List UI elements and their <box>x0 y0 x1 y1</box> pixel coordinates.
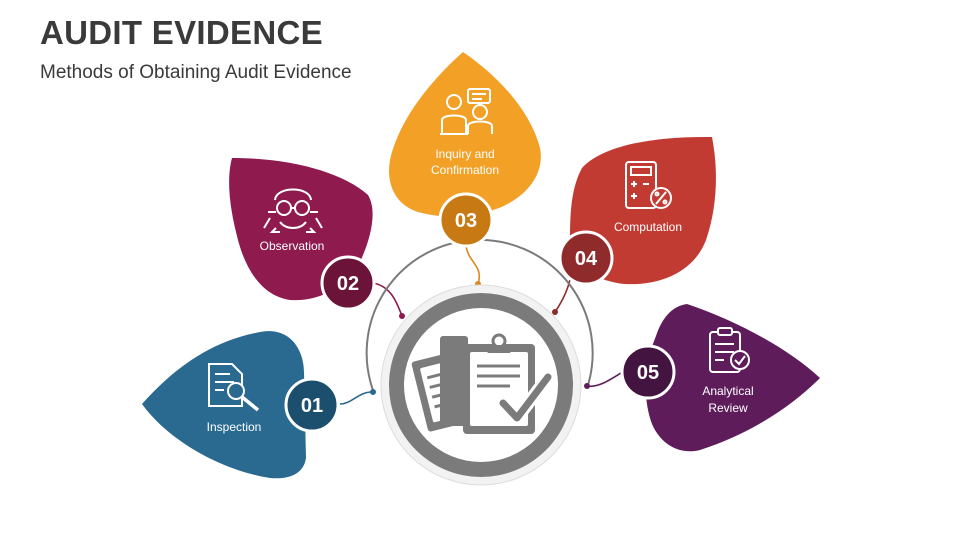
number-badge-04 <box>558 230 614 286</box>
documents-checkmark-icon <box>411 333 555 434</box>
method-number-03: 03 <box>455 210 477 232</box>
ring-dot-04 <box>552 309 558 315</box>
method-label-inquiry-line2: Confirmation <box>431 163 499 177</box>
connector-01 <box>339 391 373 405</box>
connector-02 <box>372 282 403 317</box>
binoculars-person-icon <box>263 188 323 233</box>
magnifier-document-icon <box>208 363 260 412</box>
number-badge-01 <box>284 377 340 433</box>
method-number-04: 04 <box>575 248 598 270</box>
clipboard-check-icon <box>709 327 750 373</box>
ring-dot-01 <box>370 389 376 395</box>
connector-05 <box>586 370 625 388</box>
method-label-observation: Observation <box>260 239 325 253</box>
conversation-people-icon <box>440 88 493 135</box>
method-label-inquiry-line1: Inquiry and <box>435 147 494 161</box>
method-label-review-line2: Review <box>708 401 748 415</box>
center-hub <box>380 284 582 486</box>
method-inquiry-confirmation: Inquiry and Confirmation 03 <box>389 52 541 248</box>
method-number-05: 05 <box>637 362 659 384</box>
ring-dot-02 <box>399 313 405 319</box>
page-title: AUDIT EVIDENCE <box>40 14 323 51</box>
ring-dot-05 <box>584 383 590 389</box>
calculator-percent-icon <box>625 161 672 209</box>
method-analytical-review: Analytical Review 05 <box>620 304 820 452</box>
method-label-inspection: Inspection <box>207 420 262 434</box>
method-label-review-line1: Analytical <box>702 384 753 398</box>
method-label-computation: Computation <box>614 220 682 234</box>
method-observation: Observation 02 <box>229 158 376 311</box>
number-badge-02 <box>320 255 376 311</box>
method-inspection: Inspection 01 <box>142 331 340 479</box>
page-subtitle: Methods of Obtaining Audit Evidence <box>40 62 352 83</box>
number-badge-05 <box>620 344 676 400</box>
method-number-01: 01 <box>301 395 323 417</box>
method-computation: Computation 04 <box>558 136 716 286</box>
connector-03 <box>465 245 481 285</box>
method-number-02: 02 <box>337 273 359 295</box>
petal-inspection <box>142 331 306 479</box>
petal-review <box>645 304 820 452</box>
number-badge-03 <box>438 192 494 248</box>
